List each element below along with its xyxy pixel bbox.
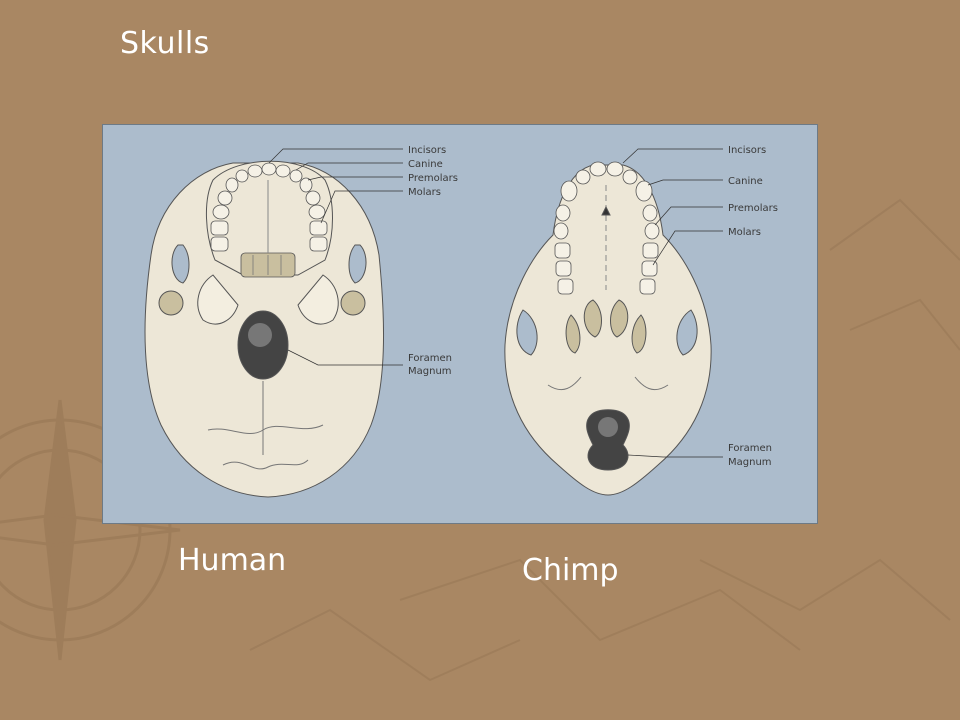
skull-comparison-figure: Incisors Canine Premolars Molars Foramen… [102, 124, 818, 524]
chimp-palate [565, 299, 647, 354]
chimp-caption: Chimp [522, 553, 619, 588]
human-label-foramen-line1: Foramen [408, 353, 452, 364]
chimp-label-canine: Canine [728, 176, 763, 187]
texture-lines [249, 198, 960, 682]
human-teeth [210, 162, 328, 252]
human-label-molars: Molars [408, 187, 441, 198]
human-label-canine: Canine [408, 159, 443, 170]
slide-title: Skulls [120, 26, 210, 61]
human-base-features [158, 244, 367, 325]
human-label-incisors: Incisors [408, 145, 446, 156]
chimp-leader-lines [622, 148, 723, 458]
human-caption: Human [178, 543, 287, 578]
chimp-skull-drawing [504, 148, 723, 496]
chimp-label-foramen-line1: Foramen [728, 443, 772, 454]
chimp-label-foramen-line2: Magnum [728, 457, 772, 468]
human-skull-drawing [144, 148, 403, 498]
human-label-premolars: Premolars [408, 173, 458, 184]
human-palate [240, 252, 296, 278]
chimp-label-premolars: Premolars [728, 203, 778, 214]
chimp-label-incisors: Incisors [728, 145, 766, 156]
human-label-foramen-line2: Magnum [408, 366, 452, 377]
human-leader-lines [268, 148, 403, 366]
chimp-foramen-magnum [586, 409, 630, 471]
human-dental-arch [206, 160, 333, 276]
chimp-label-molars: Molars [728, 227, 761, 238]
compass-rose-watermark [0, 399, 181, 661]
chimp-teeth [553, 161, 660, 295]
